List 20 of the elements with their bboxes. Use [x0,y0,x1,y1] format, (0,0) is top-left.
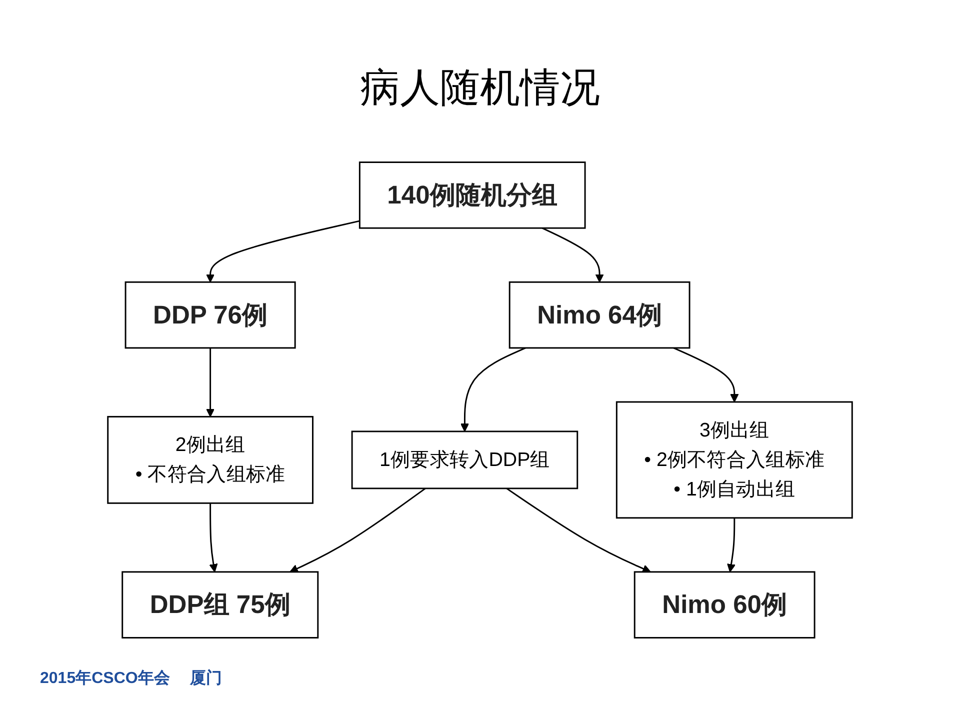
node-box: DDP 76例 [124,281,296,349]
node-box: 2例出组 • 不符合入组标准 [107,416,314,504]
arrow [460,347,526,432]
arrow [206,348,215,418]
slide-title: 病人随机情况 [360,64,600,113]
node-box: DDP组 75例 [122,571,319,638]
arrow [673,347,739,402]
arrow [290,488,426,573]
node-box: Nimo 60例 [634,571,816,638]
node-box: 3例出组 • 2例不符合入组标准 • 1例自动出组 [616,401,853,519]
node-box: 140例随机分组 [358,162,586,229]
arrow [542,227,604,282]
node-box: 1例要求转入DDP组 [351,430,578,490]
footer-text: 厦门 [190,670,222,687]
footer-text: 2015年CSCO年会 [40,670,170,687]
node-box: Nimo 64例 [508,281,690,349]
arrow [726,518,736,572]
arrow [209,503,218,572]
arrow [206,220,360,282]
arrow [506,488,651,573]
